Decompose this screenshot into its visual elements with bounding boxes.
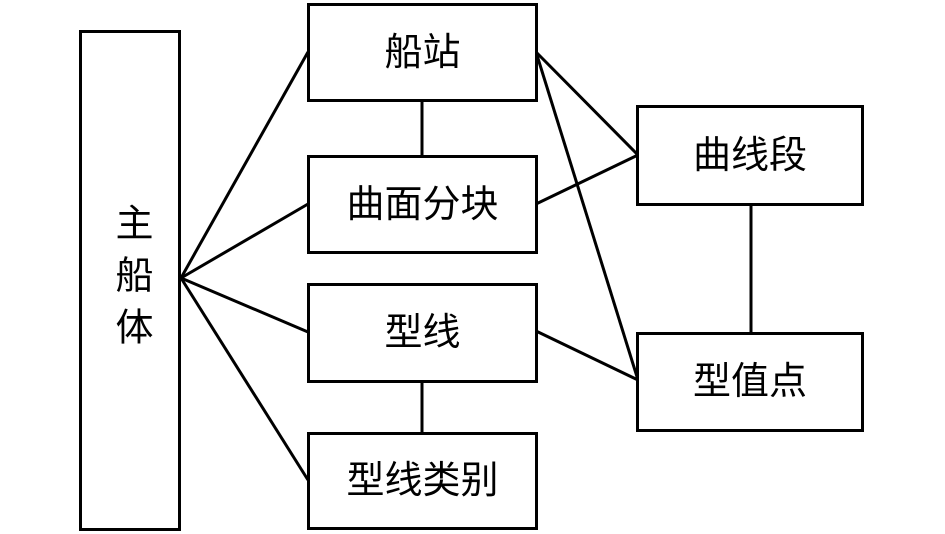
node-offset-point: 型值点: [636, 332, 864, 432]
node-main-hull: 主船体: [79, 30, 181, 531]
node-mold-line-label: 型线: [384, 312, 461, 354]
node-main-hull-label: 主船体: [109, 202, 151, 359]
edge-mold-line-offset-point: [535, 329, 639, 382]
node-offset-point-label: 型值点: [692, 361, 807, 403]
node-surface-patch: 曲面分块: [307, 155, 538, 254]
edge-main-hull-line-category: [179, 277, 310, 481]
node-line-category: 型线类别: [307, 432, 538, 530]
node-station: 船站: [307, 3, 538, 102]
edge-station-curve-segment: [534, 50, 640, 157]
edge-main-hull-surface-patch: [180, 202, 309, 280]
edge-surface-patch-curve-segment: [535, 153, 639, 206]
node-station-label: 船站: [384, 31, 461, 74]
node-curve-segment: 曲线段: [636, 105, 864, 206]
node-line-category-label: 型线类别: [346, 460, 499, 502]
edge-main-hull-station: [179, 51, 310, 279]
edge-station-offset-point: [534, 51, 640, 381]
node-mold-line: 型线: [307, 283, 538, 383]
edge-main-hull-mold-line: [180, 276, 309, 334]
node-curve-segment-label: 曲线段: [692, 134, 807, 177]
node-surface-patch-label: 曲面分块: [346, 183, 499, 226]
